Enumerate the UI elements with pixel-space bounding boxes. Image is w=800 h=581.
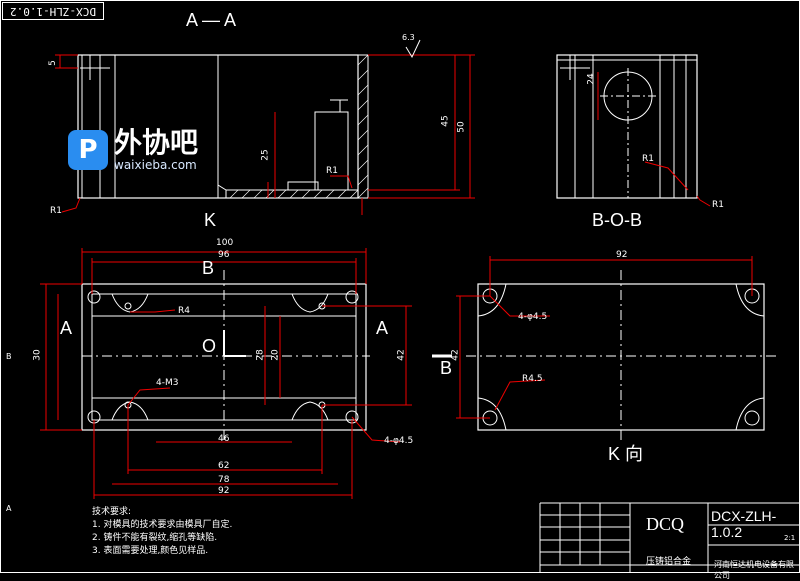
logo-url: waixieba.com bbox=[114, 158, 197, 172]
label-a-right: A bbox=[376, 318, 389, 338]
title-block-code: DCX-ZLH-1.0.2 bbox=[711, 508, 777, 540]
logo-name: 外协吧 bbox=[114, 126, 199, 159]
label-b-right: B bbox=[440, 358, 453, 378]
note-3: 3. 表面需要处理,颜色见样品. bbox=[92, 546, 209, 556]
dim-78: 78 bbox=[218, 475, 230, 485]
section-bob-title: B-O-B bbox=[592, 210, 643, 230]
dim-42: 42 bbox=[396, 349, 407, 361]
title-block-part: DCQ bbox=[646, 514, 685, 534]
dim-r1-aa: R1 bbox=[50, 206, 62, 216]
note-1: 1. 对模具的技术要求由模具厂自定. bbox=[92, 520, 233, 530]
title-block-scale: 2:1 bbox=[784, 534, 796, 542]
dim-25: 25 bbox=[260, 149, 271, 161]
dim-m3: 4-M3 bbox=[156, 378, 179, 388]
dim-62: 62 bbox=[218, 461, 230, 471]
title-block-company: 河南恒达机电设备有限公司 bbox=[714, 560, 794, 580]
dim-92-k: 92 bbox=[616, 250, 628, 260]
dim-30: 30 bbox=[32, 349, 43, 361]
dim-20: 20 bbox=[270, 349, 281, 361]
roughness-value: 6.3 bbox=[402, 33, 415, 42]
roughness-symbol bbox=[405, 39, 421, 59]
dim-46: 46 bbox=[218, 434, 230, 444]
dim-5: 5 bbox=[47, 60, 58, 66]
dim-r1-bob: R1 bbox=[642, 154, 654, 164]
border-letter-a: A bbox=[6, 504, 12, 513]
note-2: 2. 铸件不能有裂纹,缩孔等缺陷. bbox=[92, 533, 218, 543]
logo-icon: P bbox=[68, 130, 108, 170]
section-bob-view bbox=[556, 54, 698, 199]
dim-45: 45 bbox=[440, 115, 451, 127]
dim-96: 96 bbox=[218, 250, 230, 260]
dim-100: 100 bbox=[216, 238, 234, 248]
dim-50: 50 bbox=[456, 121, 467, 133]
site-logo[interactable]: P 外协吧 waixieba.com bbox=[68, 128, 198, 172]
drawing-code-stamp: DCX-ZLH-1.0.2 bbox=[2, 2, 104, 20]
plan-view bbox=[81, 270, 370, 444]
k-view-title: K 向 bbox=[608, 444, 644, 464]
dim-holes-k: 4-φ4.5 bbox=[518, 312, 548, 322]
dim-r4: R4 bbox=[178, 306, 190, 316]
notes-title: 技术要求: bbox=[92, 507, 132, 517]
technical-notes: 技术要求: 1. 对模具的技术要求由模具厂自定. 2. 铸件不能有裂纹,缩孔等缺… bbox=[92, 506, 232, 558]
dim-28: 28 bbox=[255, 349, 266, 361]
k-view bbox=[466, 270, 776, 444]
section-aa-title: A — A bbox=[186, 10, 237, 30]
label-o: O bbox=[202, 336, 217, 356]
border-letter-b: B bbox=[6, 352, 12, 361]
dim-r1-aa2: R1 bbox=[326, 166, 338, 176]
dim-r45: R4.5 bbox=[522, 374, 543, 384]
dim-r1-bob2: R1 bbox=[712, 200, 724, 210]
label-k: K bbox=[204, 210, 217, 230]
label-a-left: A bbox=[60, 318, 73, 338]
dim-holes-plan: 4-φ4.5 bbox=[384, 436, 414, 446]
dim-42-k: 42 bbox=[450, 349, 461, 361]
dim-24: 24 bbox=[586, 73, 597, 85]
section-aa-view bbox=[77, 54, 369, 199]
title-block-material: 压铸铝合金 bbox=[646, 557, 692, 567]
label-b-top: B bbox=[202, 258, 215, 278]
dim-92-bottom: 92 bbox=[218, 486, 230, 496]
